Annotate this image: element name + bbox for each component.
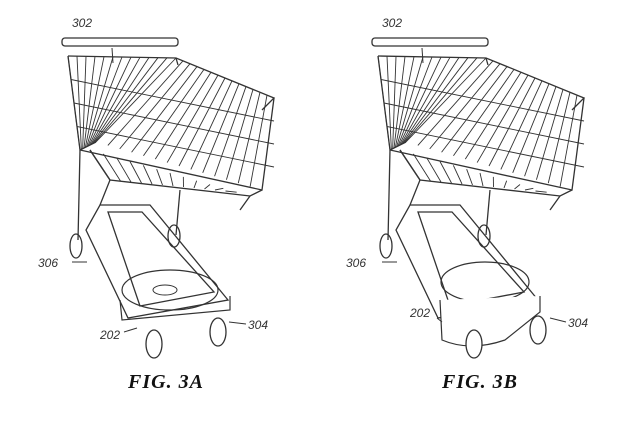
wire xyxy=(535,190,547,193)
wire xyxy=(394,56,415,148)
wire xyxy=(84,56,105,148)
wire xyxy=(214,187,224,191)
wire xyxy=(204,184,211,190)
figure-caption: FIG. 3B xyxy=(442,371,518,393)
wire xyxy=(452,165,463,185)
wire xyxy=(401,57,460,145)
wire xyxy=(503,180,508,189)
wire xyxy=(91,57,150,145)
label-handle: 302 xyxy=(72,16,93,30)
module-disc xyxy=(121,269,219,311)
wire xyxy=(426,157,442,183)
wire xyxy=(393,56,406,149)
label-module: 202 xyxy=(410,306,431,320)
label-handle: 302 xyxy=(382,16,403,30)
wire xyxy=(82,56,87,149)
wire xyxy=(178,77,226,167)
wire xyxy=(466,169,473,186)
wire xyxy=(95,57,177,143)
figure-3b-cart xyxy=(371,37,585,359)
wire xyxy=(386,126,585,168)
front-wheel xyxy=(145,329,163,359)
label-base: 304 xyxy=(568,316,589,330)
wire xyxy=(107,60,184,146)
wire xyxy=(86,56,114,147)
wire xyxy=(417,60,494,146)
front-wheel xyxy=(209,317,227,347)
wire xyxy=(400,57,451,145)
front-wheel xyxy=(465,329,483,359)
wire xyxy=(412,153,431,182)
wire xyxy=(512,83,550,174)
wire xyxy=(392,56,397,149)
wire xyxy=(214,86,247,177)
label-base: 304 xyxy=(248,318,269,332)
wire xyxy=(225,89,254,180)
wire xyxy=(94,57,168,143)
wire xyxy=(92,57,159,144)
wire xyxy=(429,63,501,150)
wire xyxy=(129,161,142,184)
wire xyxy=(514,184,521,190)
wire xyxy=(402,57,469,144)
wire xyxy=(83,56,96,149)
module-housing xyxy=(439,296,541,347)
wire xyxy=(237,92,261,184)
wire xyxy=(143,69,205,156)
wire xyxy=(190,80,233,170)
wire xyxy=(202,83,240,174)
wire xyxy=(380,79,585,122)
wire xyxy=(547,92,571,184)
wire xyxy=(102,153,121,182)
wire xyxy=(404,57,478,143)
wire xyxy=(70,79,275,122)
wire xyxy=(524,187,534,191)
wire xyxy=(169,172,174,187)
figure-caption: FIG. 3A xyxy=(128,371,204,393)
wire xyxy=(476,74,529,163)
wire xyxy=(116,157,132,183)
wire xyxy=(76,126,275,168)
label-rear-wheel: 306 xyxy=(38,256,59,270)
basket-wires xyxy=(377,55,585,193)
wire xyxy=(405,57,487,143)
wire xyxy=(90,57,141,145)
wire xyxy=(488,77,536,167)
front-wheel xyxy=(529,315,547,345)
wire xyxy=(524,86,557,177)
wire xyxy=(383,102,585,145)
wire xyxy=(397,56,433,147)
label-module: 202 xyxy=(100,328,121,342)
figure-3a-cart xyxy=(61,37,275,359)
wire xyxy=(73,102,275,145)
wire xyxy=(131,66,198,153)
wire xyxy=(76,56,82,150)
wire xyxy=(453,69,515,156)
wire xyxy=(386,56,392,150)
wire xyxy=(479,172,484,187)
wire xyxy=(441,66,508,153)
wire xyxy=(166,74,219,163)
wire xyxy=(142,165,153,185)
wire xyxy=(396,56,424,147)
wire xyxy=(193,180,198,189)
wire xyxy=(87,56,123,147)
wire xyxy=(535,89,564,180)
label-rear-wheel: 306 xyxy=(346,256,367,270)
basket-wires xyxy=(67,55,275,193)
wire xyxy=(156,169,163,186)
wire xyxy=(500,80,543,170)
wire xyxy=(225,190,237,193)
wire xyxy=(439,161,452,184)
wire xyxy=(119,63,191,150)
